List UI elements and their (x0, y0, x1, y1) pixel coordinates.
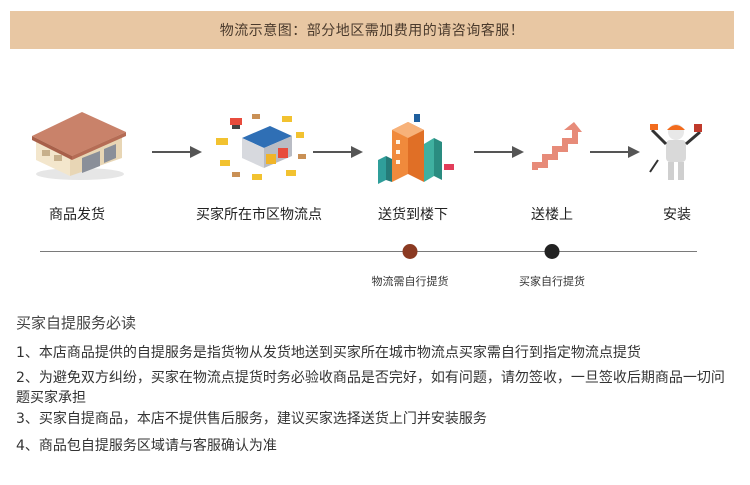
timeline-line (40, 251, 697, 252)
arrow-right-icon (313, 146, 363, 158)
notice-item: 3、买家自提商品，本店不提供售后服务，建议买家选择送货上门并安装服务 (16, 411, 487, 427)
warehouse-icon (32, 112, 126, 180)
arrow-right-icon (590, 146, 640, 158)
notice-item: 1、本店商品提供的自提服务是指货物从发货地送到买家所在城市物流点买家需自行到指定… (16, 345, 641, 361)
arrow-right-icon (474, 146, 524, 158)
timeline-marker-logistics-pickup (402, 244, 418, 259)
logistics-center-icon (216, 114, 306, 180)
step-label-ship: 商品发货 (49, 207, 105, 223)
timeline-marker-buyer-pickup (544, 244, 560, 259)
notice-title: 买家自提服务必读 (16, 314, 137, 332)
notice-item: 4、商品包自提服务区域请与客服确认为准 (16, 438, 277, 454)
installer-worker-icon (649, 124, 702, 180)
arrow-right-icon (152, 146, 202, 158)
marker-label-logistics-pickup: 物流需自行提货 (371, 275, 449, 288)
city-buildings-icon (378, 114, 454, 184)
step-label-install: 安装 (663, 207, 691, 223)
notice-banner: 物流示意图：部分地区需加费用的请咨询客服！ (10, 11, 734, 49)
marker-label-buyer-pickup: 买家自行提货 (519, 275, 585, 288)
banner-text: 物流示意图：部分地区需加费用的请咨询客服！ (219, 23, 525, 39)
step-label-deliver-downstairs: 送货到楼下 (378, 207, 448, 223)
notice-item: 2、为避免双方纠纷，买家在物流点提货时务必验收商品是否完好，如有问题，请勿签收，… (16, 370, 725, 406)
stairs-icon (532, 122, 582, 170)
step-label-upstairs: 送楼上 (531, 207, 573, 223)
step-label-logistics-point: 买家所在市区物流点 (196, 207, 322, 223)
